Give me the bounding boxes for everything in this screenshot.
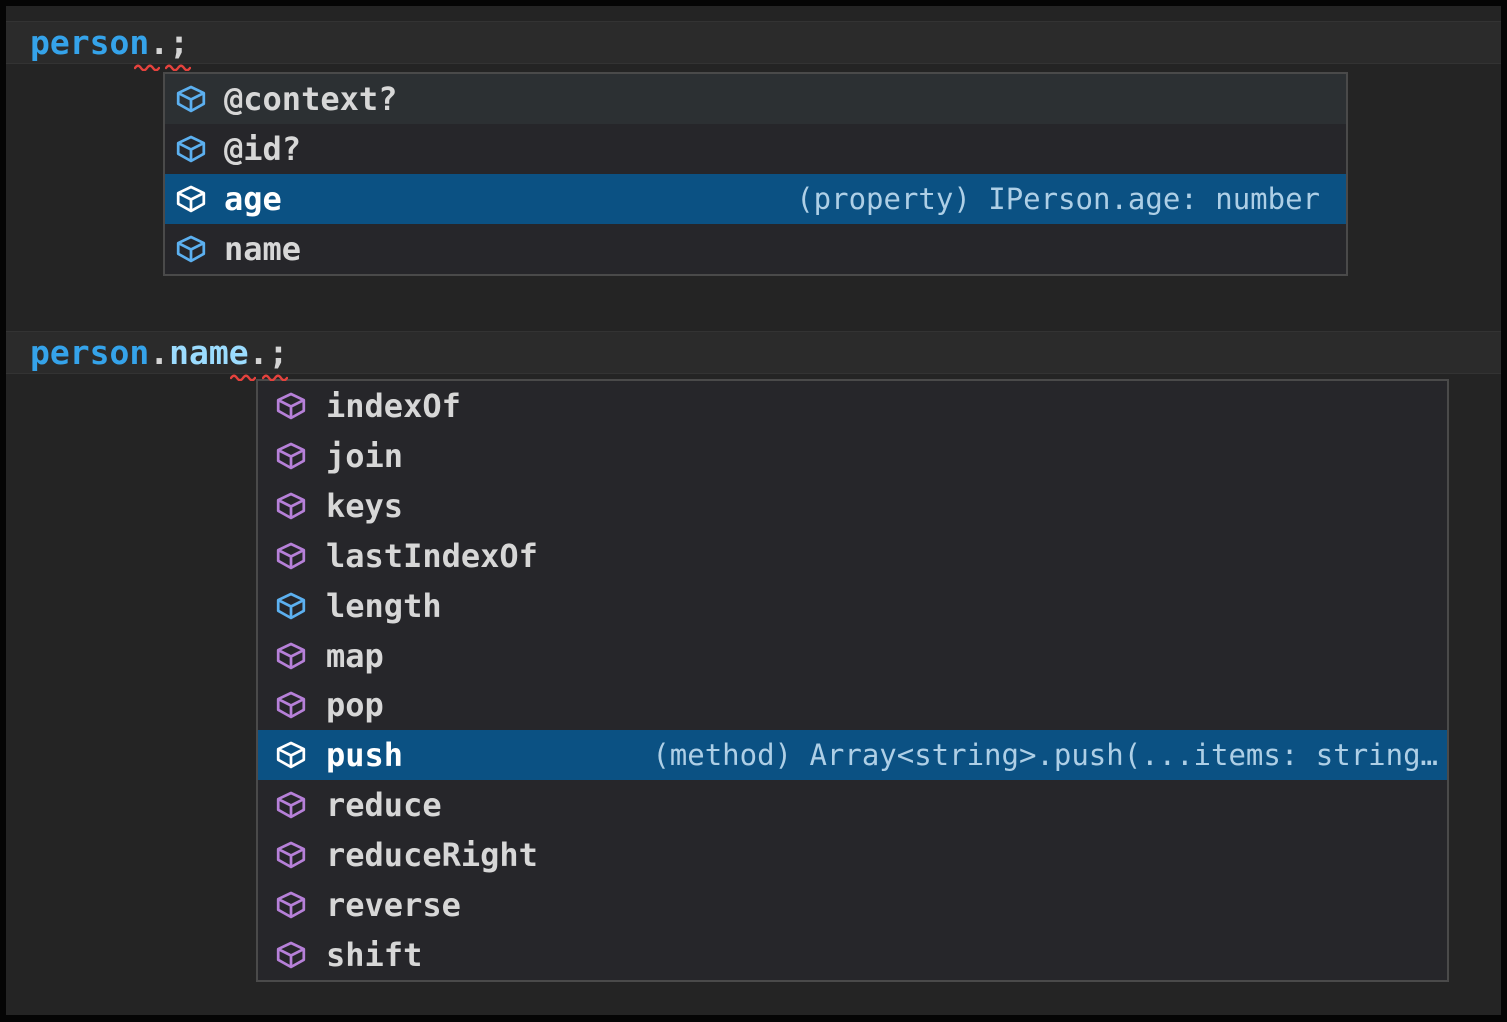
symbol-field-icon bbox=[275, 590, 307, 622]
suggestion-label: push bbox=[326, 736, 403, 774]
suggestion-label: @id? bbox=[224, 130, 301, 168]
symbol-field-icon bbox=[175, 183, 207, 215]
suggestion-item-lastindexof[interactable]: lastIndexOf bbox=[258, 531, 1447, 581]
suggestion-label: age bbox=[224, 180, 282, 218]
code-line-2[interactable]: person.name.; bbox=[6, 331, 1501, 374]
symbol-method-icon bbox=[275, 739, 307, 771]
suggestion-label: indexOf bbox=[326, 387, 461, 425]
suggestion-label: join bbox=[326, 437, 403, 475]
error-squiggle bbox=[262, 372, 288, 381]
symbol-field-icon bbox=[175, 83, 207, 115]
symbol-method-icon bbox=[275, 440, 307, 472]
code-text: person.; bbox=[30, 23, 189, 62]
suggestion-label: name bbox=[224, 230, 301, 268]
suggestion-detail: (method) Array<string>.push(...items: st… bbox=[652, 738, 1447, 772]
suggestion-label: length bbox=[326, 587, 442, 625]
code-token: ; bbox=[268, 333, 288, 372]
suggest-widget-person: @context? @id? age (property) IPerson.age: … bbox=[163, 72, 1348, 276]
suggestion-item-push[interactable]: push (method) Array<string>.push(...items… bbox=[258, 730, 1447, 780]
code-token: . bbox=[149, 23, 169, 62]
code-line-1[interactable]: person.; bbox=[6, 21, 1501, 64]
symbol-method-icon bbox=[275, 789, 307, 821]
suggestion-label: reverse bbox=[326, 886, 461, 924]
suggestion-item-reverse[interactable]: reverse bbox=[258, 880, 1447, 930]
suggestion-item-indexof[interactable]: indexOf bbox=[258, 381, 1447, 431]
error-squiggle bbox=[165, 62, 191, 71]
error-squiggle bbox=[134, 62, 160, 71]
suggestion-label: keys bbox=[326, 487, 403, 525]
code-text: person.name.; bbox=[30, 333, 288, 372]
suggestion-item-map[interactable]: map bbox=[258, 631, 1447, 681]
symbol-method-icon bbox=[275, 540, 307, 572]
editor-background: person.; @context? @id? age (property) IPer… bbox=[6, 6, 1501, 1015]
code-token: person bbox=[30, 23, 149, 62]
suggestion-item-name[interactable]: name bbox=[165, 224, 1346, 274]
symbol-method-icon bbox=[275, 889, 307, 921]
error-squiggle bbox=[230, 372, 256, 381]
code-token: ; bbox=[169, 23, 189, 62]
symbol-field-icon bbox=[175, 233, 207, 265]
symbol-field-icon bbox=[175, 133, 207, 165]
code-token: name bbox=[169, 333, 248, 372]
suggestion-label: shift bbox=[326, 936, 422, 974]
symbol-method-icon bbox=[275, 640, 307, 672]
suggestion-label: reduce bbox=[326, 786, 442, 824]
suggest-widget-person-name: indexOf join keys lastIndexOf length map pop pu… bbox=[256, 379, 1449, 982]
suggestion-detail: (property) IPerson.age: number bbox=[796, 182, 1346, 216]
suggestion-item-reduceright[interactable]: reduceRight bbox=[258, 830, 1447, 880]
suggestion-label: @context? bbox=[224, 80, 397, 118]
symbol-method-icon bbox=[275, 689, 307, 721]
suggestion-label: reduceRight bbox=[326, 836, 538, 874]
suggestion-label: lastIndexOf bbox=[326, 537, 538, 575]
code-token: person bbox=[30, 333, 149, 372]
suggestion-label: map bbox=[326, 637, 384, 675]
symbol-method-icon bbox=[275, 390, 307, 422]
suggestion-item-id[interactable]: @id? bbox=[165, 124, 1346, 174]
symbol-method-icon bbox=[275, 490, 307, 522]
symbol-method-icon bbox=[275, 939, 307, 971]
code-token: . bbox=[249, 333, 269, 372]
suggestion-item-age[interactable]: age (property) IPerson.age: number bbox=[165, 174, 1346, 224]
suggestion-label: pop bbox=[326, 686, 384, 724]
suggestion-item-pop[interactable]: pop bbox=[258, 681, 1447, 731]
suggestion-item-shift[interactable]: shift bbox=[258, 930, 1447, 980]
suggestion-item-length[interactable]: length bbox=[258, 581, 1447, 631]
code-token: . bbox=[149, 333, 169, 372]
suggestion-item-keys[interactable]: keys bbox=[258, 481, 1447, 531]
suggestion-item-context[interactable]: @context? bbox=[165, 74, 1346, 124]
suggestion-item-join[interactable]: join bbox=[258, 431, 1447, 481]
suggestion-item-reduce[interactable]: reduce bbox=[258, 780, 1447, 830]
symbol-method-icon bbox=[275, 839, 307, 871]
